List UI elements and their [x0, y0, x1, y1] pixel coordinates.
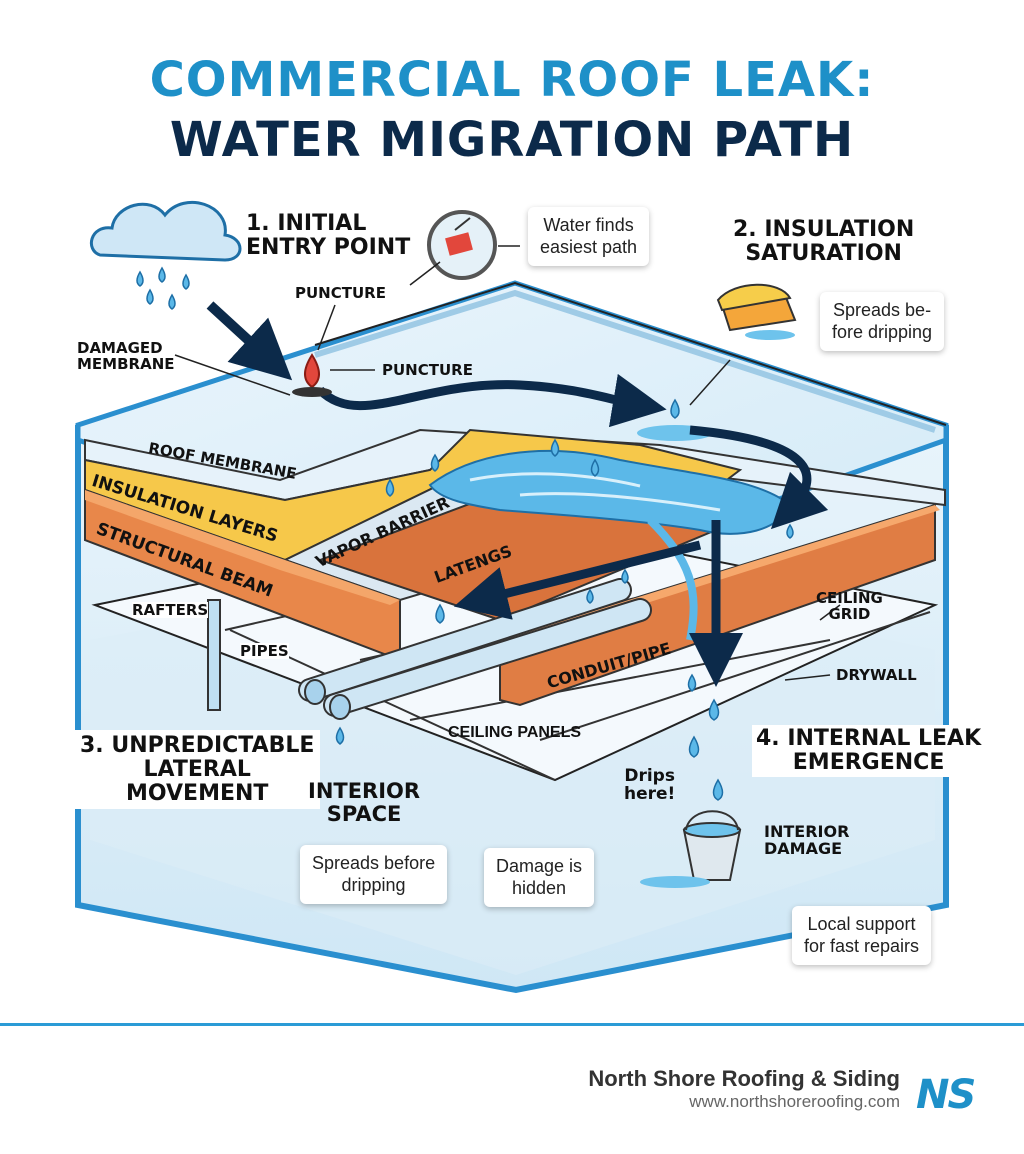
- step2-line2: SATURATION: [745, 240, 902, 266]
- step3-label: 3. UNPREDICTABLE LATERAL MOVEMENT: [74, 730, 321, 810]
- flow-arrow-lateral: [316, 373, 667, 428]
- magnifier-icon: [427, 210, 497, 280]
- note-water-finds-line2: easiest path: [540, 236, 638, 257]
- flow-arrow-entry: [206, 301, 293, 381]
- drywall-label: DRYWALL: [836, 666, 917, 684]
- drips-here-line2: here!: [624, 784, 676, 805]
- structural-beam: [84, 488, 401, 662]
- vertical-pipe: [207, 599, 221, 711]
- note-local-support-line1: Local support: [807, 914, 916, 934]
- interior-damage-label: INTERIOR DAMAGE: [764, 823, 849, 858]
- step2-line1: 2. INSULATION: [733, 217, 915, 242]
- interior-damage-line2: DAMAGE: [764, 839, 843, 859]
- note-damage-hidden-line1: Damage is: [496, 856, 583, 876]
- note-spreads-bottom-line2: dripping: [341, 874, 406, 895]
- page-title-line1: COMMERCIAL ROOF LEAK:: [149, 52, 875, 108]
- step1-line2: ENTRY POINT: [246, 234, 411, 260]
- step1-label: 1. INITIAL ENTRY POINT: [246, 212, 410, 260]
- note-damage-hidden: Damage is hidden: [484, 848, 595, 908]
- note-local-support: Local support for fast repairs: [792, 906, 932, 966]
- ceiling-panels-label: CEILING PANELS: [448, 724, 582, 741]
- footer-divider: [0, 1023, 1024, 1026]
- flow-arrow-down: [689, 425, 829, 530]
- step4-line1: 4. INTERNAL LEAK: [756, 726, 982, 751]
- bucket-icon: [640, 810, 742, 888]
- ceiling-grid-line1: CEILING: [816, 589, 883, 607]
- note-water-finds: Water finds easiest path: [528, 207, 650, 267]
- flow-arrow-back: [453, 540, 702, 620]
- damaged-membrane-line1: DAMAGED: [77, 339, 163, 357]
- step1-line1: 1. INITIAL: [246, 211, 367, 236]
- note-spreads-top-line1: Spreads be-: [833, 300, 932, 320]
- interior-space-line2: SPACE: [326, 801, 402, 826]
- ceiling-grid-line2: GRID: [828, 605, 871, 624]
- note-water-finds-line1: Water finds: [543, 215, 634, 235]
- company-name: North Shore Roofing & Siding: [588, 1066, 900, 1091]
- step4-line2: EMERGENCE: [792, 749, 945, 775]
- interior-space-label: INTERIOR SPACE: [308, 780, 420, 825]
- puncture-label: PUNCTURE: [382, 361, 473, 379]
- rafters-label: RAFTERS: [132, 601, 209, 619]
- interior-damage-line1: INTERIOR: [764, 822, 850, 841]
- pipes-label: PIPES: [240, 642, 289, 660]
- drips-here-label: Drips here!: [624, 767, 675, 804]
- rain-cloud-icon: [89, 200, 242, 262]
- roof-parapet: [314, 281, 947, 426]
- step4-label: 4. INTERNAL LEAK EMERGENCE: [752, 725, 986, 777]
- note-spreads-top-line2: fore dripping: [832, 321, 933, 342]
- sponge-icon: [716, 283, 797, 340]
- interior-space-line1: INTERIOR: [308, 779, 421, 803]
- note-spreads-bottom: Spreads before dripping: [300, 845, 448, 905]
- ceiling-grid-label: CEILING GRID: [816, 589, 883, 624]
- step3-line2: LATERAL: [143, 756, 251, 782]
- damaged-membrane-line2: MEMBRANE: [77, 355, 175, 374]
- company-logo-icon: NS: [916, 1072, 976, 1118]
- water-drop-icons: [136, 266, 794, 801]
- step3-line3: MOVEMENT: [126, 780, 269, 806]
- drips-here-line1: Drips: [624, 766, 675, 786]
- puncture-top-label: PUNCTURE: [295, 284, 386, 302]
- note-spreads-bottom-line1: Spreads before: [312, 853, 436, 873]
- company-url: www.northshoreroofing.com: [689, 1092, 900, 1111]
- note-damage-hidden-line2: hidden: [511, 877, 567, 898]
- step3-line1: 3. UNPREDICTABLE: [80, 733, 315, 758]
- step2-label: 2. INSULATION SATURATION: [733, 218, 914, 266]
- note-local-support-line2: for fast repairs: [804, 935, 920, 956]
- water-stream: [647, 517, 698, 641]
- damaged-membrane-label: DAMAGED MEMBRANE: [77, 339, 175, 374]
- page-title-line2: WATER MIGRATION PATH: [169, 112, 855, 168]
- note-spreads-top: Spreads be- fore dripping: [820, 292, 945, 352]
- beam-top: [85, 490, 400, 605]
